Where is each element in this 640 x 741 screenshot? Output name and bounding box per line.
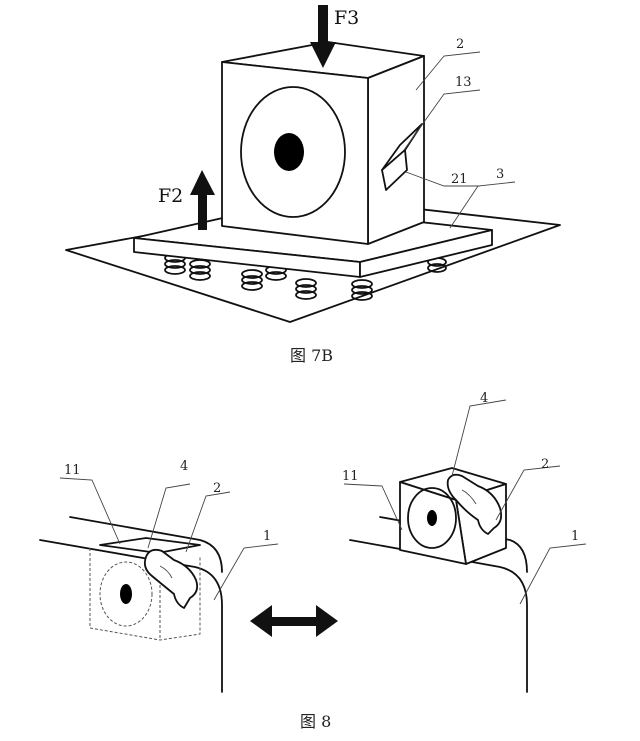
spring [295,278,317,300]
label-base: 3 [496,167,504,182]
finger-icon [143,548,199,609]
label-part-21: 21 [451,172,468,187]
arrow-down-icon [310,5,336,68]
figure-7b: F3 F2 2 13 21 3 图 7B [65,5,561,365]
figure-8-right: 4 11 2 1 [342,391,587,693]
label-11-right: 11 [342,469,359,484]
lens-center [274,133,304,171]
finger-icon [446,473,503,535]
figure-8-caption: 图 8 [300,712,331,731]
label-11-left: 11 [64,463,81,478]
spring [351,279,373,301]
side-latch-face [381,149,408,191]
arrow-up-icon [190,170,215,230]
lens-center [427,510,437,526]
lens-ring [407,487,457,549]
camera-module-cube [221,41,425,245]
label-part-13: 13 [455,75,472,90]
label-1-right: 1 [571,529,579,544]
label-module: 2 [456,37,464,52]
label-4-left: 4 [180,459,188,474]
figure-7b-caption: 图 7B [290,346,333,365]
figure-8-left: 11 4 2 1 [39,459,279,693]
label-2-left: 2 [213,481,221,496]
label-4-right: 4 [480,391,488,406]
lens-ring [240,86,346,218]
springs [164,253,447,301]
lens-center [120,584,132,604]
spring [241,269,263,291]
force-label-f2: F2 [158,185,183,207]
force-label-f3: F3 [334,7,359,29]
module-top [99,537,201,554]
label-2-right: 2 [541,457,549,472]
double-arrow-icon [250,605,338,637]
label-1-left: 1 [263,529,271,544]
